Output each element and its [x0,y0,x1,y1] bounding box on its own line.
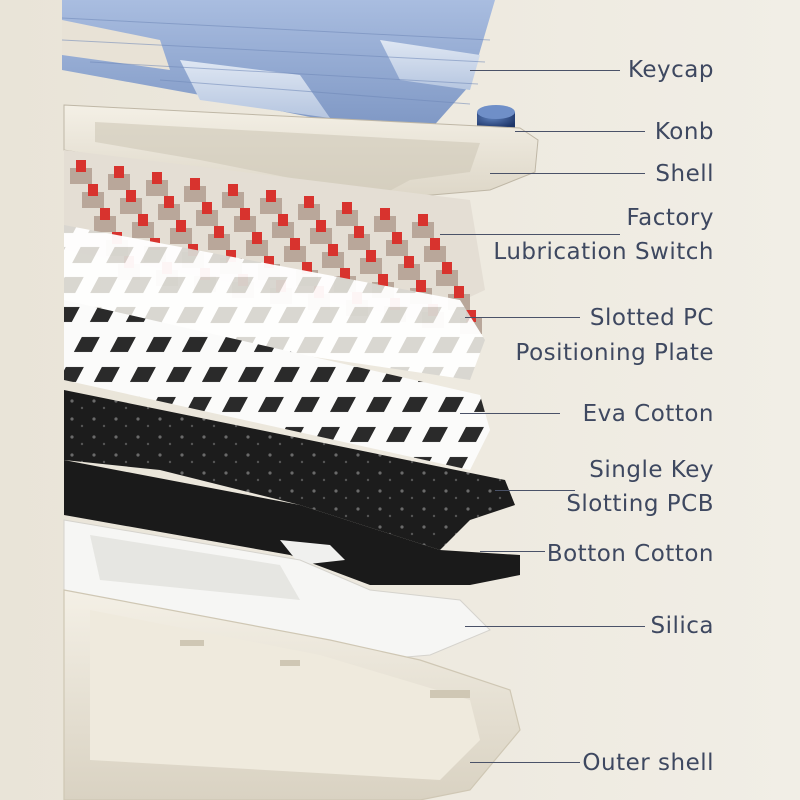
switch-stem [228,184,238,196]
switch-stem [100,208,110,220]
switch-stem [430,238,440,250]
switch-stem [88,184,98,196]
switch-stem [152,172,162,184]
pcb-layer [64,390,515,550]
switch-stem [278,214,288,226]
switch-stem [418,214,428,226]
switch-stem [264,256,274,268]
switch-body [298,204,320,220]
switch-stem [240,208,250,220]
switch-stem [342,202,352,214]
switch-body [246,240,268,256]
shell-leader-line [490,173,645,174]
switch-body [222,192,244,208]
switch-body [436,270,458,286]
positioning-plate-layer [64,225,490,470]
label-switch-line2: Lubrication Switch [493,239,714,265]
switch-stem [380,208,390,220]
switch-body [82,192,104,208]
switch-body [120,198,142,214]
label-bottom-cotton: Botton Cotton [546,541,714,567]
switch-stem [404,256,414,268]
label-outer-shell: Outer shell [582,750,714,776]
switch-stem [354,226,364,238]
label-eva-cotton: Eva Cotton [582,401,714,427]
switch-stem [378,274,388,286]
switch-body [398,264,420,280]
switch-stem [138,214,148,226]
switch-stem [416,280,426,292]
switch-body [70,168,92,184]
switch-stem [302,262,312,274]
knob-leader-line [515,131,645,132]
silica-leader-line [465,626,645,627]
switch-body [132,222,154,238]
switch-stem [190,178,200,190]
switch-stem [214,226,224,238]
switch-stem [454,286,464,298]
switch-body [374,216,396,232]
switch-body [184,186,206,202]
switch-body [260,198,282,214]
label-switch-line1: Factory [626,205,714,231]
switch-stem [252,232,262,244]
switch-body [108,174,130,190]
switch-body [272,222,294,238]
switch-stem [164,196,174,208]
keycap-layer [61,0,495,130]
switch-body [336,210,358,226]
label-plate-line1: Slotted PC [589,305,714,331]
bottom-cotton-layer [64,460,520,585]
switch-stem [202,202,212,214]
switch-body [360,258,382,274]
keycap-leader-line [470,70,620,71]
label-plate-line2: Positioning Plate [515,340,714,366]
pcb-leader-line [495,490,575,491]
switch-body [208,234,230,250]
switch-body [170,228,192,244]
outer-shell-layer [63,589,521,800]
switch-stem [392,232,402,244]
switch-body [348,234,370,250]
switch-stem [340,268,350,280]
label-pcb-line1: Single Key [589,457,714,483]
switch-leader-line [440,234,620,235]
switch-stem [316,220,326,232]
label-knob: Konb [654,119,714,145]
switch-stem [466,310,476,322]
label-silica: Silica [650,613,714,639]
switch-stem [366,250,376,262]
switch-stem [266,190,276,202]
label-shell: Shell [655,161,714,187]
switch-stem [114,166,124,178]
bottom-cotton-leader-line [480,551,545,552]
switch-stem [290,238,300,250]
switch-stem [226,250,236,262]
label-keycap: Keycap [627,57,714,83]
switch-stem [176,220,186,232]
switch-body [322,252,344,268]
switch-body [310,228,332,244]
switch-body [234,216,256,232]
eva-leader-line [460,413,560,414]
switch-body [196,210,218,226]
switch-stem [126,190,136,202]
switch-body [386,240,408,256]
switch-body [424,246,446,262]
switch-stem [328,244,338,256]
plate-leader-line [465,317,580,318]
switch-stem [442,262,452,274]
switch-body [158,204,180,220]
switch-body [146,180,168,196]
switch-stem [76,160,86,172]
switch-body [284,246,306,262]
switch-body [412,222,434,238]
switch-stem [304,196,314,208]
switch-body [94,216,116,232]
outer-shell-leader-line [470,762,580,763]
label-pcb-line2: Slotting PCB [566,491,714,517]
